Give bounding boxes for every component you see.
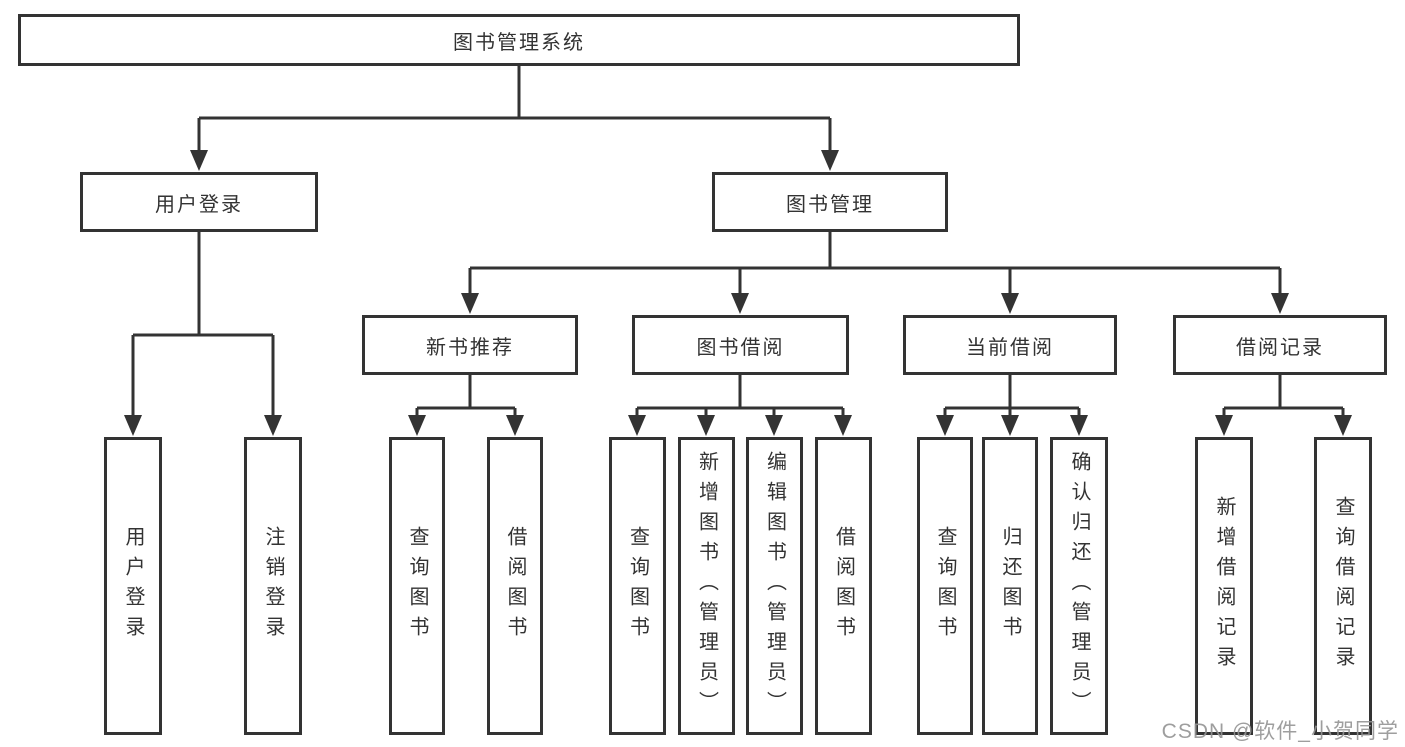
leaf-add-book-admin-label: 新增图书（管理员） [695,451,718,721]
connector-book-borrow-to-leaves [635,375,845,416]
arrow-leaf-user-login [124,415,142,436]
leaf-query-borrow-record: 查询借阅记录 [1314,437,1372,735]
leaf-query-book-newrec: 查询图书 [389,437,445,735]
leaf-return-book: 归还图书 [982,437,1038,735]
leaf-query-book-newrec-label: 查询图书 [406,526,428,646]
node-root: 图书管理系统 [18,14,1020,66]
node-borrow-records: 借阅记录 [1173,315,1387,375]
arrow-leaf-query-book-1 [408,415,426,436]
leaf-borrow-book-newrec-label: 借阅图书 [504,526,526,646]
leaf-logout: 注销登录 [244,437,302,735]
arrow-borrow-records [1271,293,1289,314]
leaf-user-login-label: 用户登录 [122,526,144,646]
leaf-query-book-current: 查询图书 [917,437,973,735]
leaf-confirm-return-admin-label: 确认归还（管理员） [1068,451,1090,721]
leaf-borrow-book-borrow-label: 借阅图书 [832,526,855,646]
leaf-query-book-borrow: 查询图书 [609,437,666,735]
node-current-borrow: 当前借阅 [903,315,1117,375]
node-book-management: 图书管理 [712,172,948,232]
connector-current-borrow-to-leaves [943,375,1081,416]
arrow-leaf-query-borrow-record [1334,415,1352,436]
connector-user-login-to-leaves [131,232,275,416]
leaf-logout-label: 注销登录 [262,526,284,646]
arrow-book-management [821,150,839,171]
arrow-current-borrow [1001,293,1019,314]
connector-root-to-level2 [197,66,832,151]
watermark-text: CSDN @软件_小贺同学 [1161,720,1399,743]
arrow-leaf-confirm-return [1070,415,1088,436]
node-new-book-recommend-label: 新书推荐 [426,336,514,359]
leaf-confirm-return-admin: 确认归还（管理员） [1050,437,1108,735]
leaf-add-book-admin: 新增图书（管理员） [678,437,735,735]
node-root-label: 图书管理系统 [453,31,585,54]
arrow-leaf-borrow-book-1 [506,415,524,436]
arrow-book-borrow [731,293,749,314]
arrow-leaf-query-book-3 [936,415,954,436]
node-book-borrow-label: 图书借阅 [696,336,785,359]
node-user-login-label: 用户登录 [155,193,243,216]
leaf-query-book-current-label: 查询图书 [934,526,956,646]
arrow-leaf-add-borrow-record [1215,415,1233,436]
arrow-leaf-query-book-2 [628,415,646,436]
arrow-leaf-add-book [697,415,715,436]
node-current-borrow-label: 当前借阅 [966,336,1054,359]
connector-new-book-recommend-to-leaves [415,375,517,416]
arrow-user-login [190,150,208,171]
connector-book-management-to-level3 [468,232,1282,294]
connector-borrow-records-to-leaves [1222,375,1345,416]
leaf-add-borrow-record-label: 新增借阅记录 [1213,496,1235,676]
arrow-leaf-logout [264,415,282,436]
node-book-borrow: 图书借阅 [632,315,849,375]
arrow-leaf-borrow-book-2 [834,415,852,436]
arrow-new-book-recommend [461,293,479,314]
arrow-leaf-edit-book [765,415,783,436]
node-book-management-label: 图书管理 [786,193,874,216]
leaf-edit-book-admin: 编辑图书（管理员） [746,437,803,735]
node-new-book-recommend: 新书推荐 [362,315,578,375]
arrow-leaf-return-book [1001,415,1019,436]
leaf-edit-book-admin-label: 编辑图书（管理员） [763,451,786,721]
leaf-return-book-label: 归还图书 [999,526,1021,646]
leaf-borrow-book-borrow: 借阅图书 [815,437,872,735]
leaf-query-borrow-record-label: 查询借阅记录 [1332,496,1354,676]
node-user-login: 用户登录 [80,172,318,232]
leaf-borrow-book-newrec: 借阅图书 [487,437,543,735]
leaf-user-login: 用户登录 [104,437,162,735]
node-borrow-records-label: 借阅记录 [1236,336,1324,359]
leaf-query-book-borrow-label: 查询图书 [626,526,649,646]
leaf-add-borrow-record: 新增借阅记录 [1195,437,1253,735]
